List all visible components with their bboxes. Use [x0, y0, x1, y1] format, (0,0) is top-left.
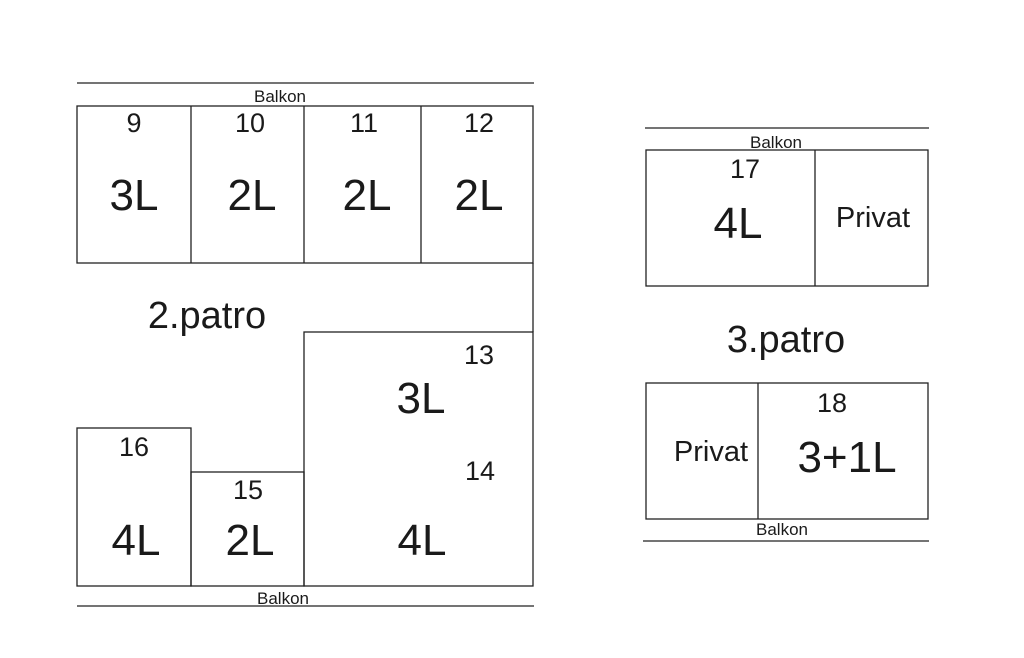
unit-type: 2L — [226, 516, 275, 565]
unit-type: 4L — [398, 516, 447, 565]
unit-type: 2L — [228, 171, 277, 220]
unit-side-label: Privat — [674, 436, 748, 468]
unit-16: 16 4L — [112, 432, 161, 565]
unit-number: 12 — [464, 108, 494, 138]
unit-number: 17 — [730, 154, 760, 184]
unit-number: 11 — [350, 108, 378, 138]
floor3-balcony-bottom-label: Balkon — [756, 520, 808, 539]
unit-14: 14 4L — [398, 456, 496, 565]
unit-number: 18 — [817, 388, 847, 418]
unit-9: 9 3L — [110, 108, 159, 220]
unit-number: 9 — [126, 108, 141, 138]
unit-type: 4L — [714, 199, 763, 248]
floor3-plan: Balkon 17 4L Privat 3.patro 18 3+1L Priv… — [643, 127, 929, 542]
unit-18: 18 3+1L Privat — [674, 388, 897, 482]
unit-type: 3+1L — [797, 433, 896, 482]
unit-number: 14 — [465, 456, 495, 486]
floor2-balcony-top-label: Balkon — [254, 87, 306, 106]
unit-number: 10 — [235, 108, 265, 138]
unit-17-block — [645, 149, 929, 287]
floor2-title: 2.patro — [148, 295, 266, 337]
unit-11: 11 2L — [343, 108, 392, 220]
unit-number: 13 — [464, 340, 494, 370]
floor3-balcony-top-label: Balkon — [750, 133, 802, 152]
floor2-top-block — [76, 105, 534, 264]
floor2-plan: Balkon Balkon 9 3L 10 2L 11 2L 12 — [76, 82, 534, 608]
unit-13-14-block — [303, 331, 534, 587]
floor2-balcony-bottom-label: Balkon — [257, 589, 309, 608]
unit-type: 2L — [455, 171, 504, 220]
unit-15: 15 2L — [226, 475, 275, 565]
unit-number: 15 — [233, 475, 263, 505]
unit-13: 13 3L — [397, 340, 495, 423]
unit-12: 12 2L — [455, 108, 504, 220]
floor3-title: 3.patro — [727, 319, 845, 361]
unit-number: 16 — [119, 432, 149, 462]
unit-side-label: Privat — [836, 202, 910, 234]
unit-type: 3L — [397, 374, 446, 423]
unit-10: 10 2L — [228, 108, 277, 220]
unit-15-room — [190, 471, 305, 587]
unit-18-block — [645, 382, 929, 520]
unit-17: 17 4L Privat — [714, 154, 911, 248]
unit-type: 4L — [112, 516, 161, 565]
unit-type: 2L — [343, 171, 392, 220]
unit-type: 3L — [110, 171, 159, 220]
